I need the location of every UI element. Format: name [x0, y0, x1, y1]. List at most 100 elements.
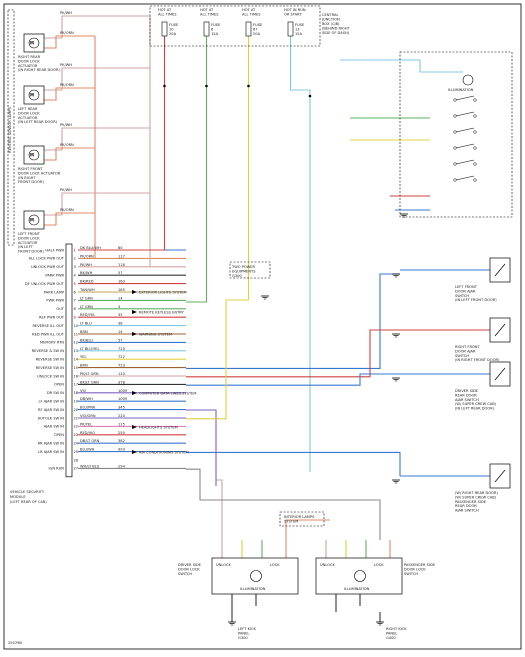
side-label: REVERSE SENSOR LAMPS	[8, 106, 12, 152]
actuator-wire-code: PK/ORN	[60, 208, 74, 212]
module-pin-circuit: 250	[118, 431, 126, 435]
ground-code: G400	[386, 636, 396, 640]
module-pin-name: UNLOCK SW IN	[37, 374, 64, 378]
module-pin-wire-color: TAN/WH	[79, 288, 95, 292]
actuator-label: (IN RIGHT	[18, 176, 36, 180]
central-junction-box	[149, 5, 321, 47]
lock-position: LOCK	[374, 563, 384, 567]
module-pin-circuit: 115	[118, 422, 125, 426]
actuator-lock-wire	[44, 87, 95, 101]
module-pin-number: 21	[74, 416, 79, 420]
module-pin-wire-color: RED/YEL	[80, 313, 95, 317]
unlock-position: UNLOCK	[216, 563, 232, 567]
door-ajar-switch	[489, 257, 511, 283]
switch-contact	[473, 114, 477, 118]
ajar-switch-label: (W/ RIGHT REAR DOOR)	[455, 491, 498, 495]
system-arrow	[132, 332, 137, 336]
module-pin-number: 23	[74, 433, 79, 437]
module-pin-wire-color: PK/WH	[80, 263, 92, 267]
fuse-13-feed	[289, 60, 311, 472]
system-reference-label: COMPUTER DATA LINES SYSTEM	[139, 391, 197, 395]
security-module-label: MODULE	[10, 495, 26, 499]
door-ajar-switch	[489, 317, 511, 343]
module-pin-number: 3	[74, 265, 76, 269]
module-pin-name: OPEN	[54, 383, 64, 387]
switch-blade	[494, 367, 506, 381]
rr-ajar-run	[186, 451, 401, 476]
actuator-wire-code: PK/ORN	[60, 83, 74, 87]
actuator-label: DOOR LOCK	[18, 59, 40, 63]
fuse-amp: 10	[169, 28, 174, 32]
fuse-number: FUSE	[295, 23, 305, 27]
illumination-label: ILLUMINATION	[240, 587, 266, 591]
module-pin-name: ALL LOCK PWR OUT	[29, 257, 65, 261]
fuse-power-label: HOT AT	[242, 8, 256, 12]
switch-blade	[455, 95, 475, 101]
module-pin-circuit: 722	[118, 355, 125, 359]
fuse-power-label: ALL TIMES	[242, 13, 261, 17]
module-pin-name: REVERSE & SW IN	[32, 349, 65, 353]
module-pin-wire-color: RED/VIO	[80, 431, 95, 435]
module-pin-number: 11	[74, 332, 79, 336]
lf-ajar-run	[186, 273, 400, 369]
module-pin-wire-color: BLU/PNK	[80, 406, 96, 410]
fuse-amp: 13	[295, 28, 300, 32]
module-pin-number: 26	[74, 458, 79, 462]
ajar-switch-label: LEFT FRONT	[455, 285, 478, 289]
actuator-wire-code: PK/ORN	[60, 31, 74, 35]
ign-run-wire	[186, 468, 381, 540]
interior-lamps-label: INTERIOR LAMPS	[284, 515, 315, 519]
actuator-label: ACTUATOR	[18, 64, 38, 68]
module-pin-number: 10	[74, 324, 79, 328]
switch-blade	[494, 263, 506, 277]
ground-location-label: LEFT KICK	[238, 627, 257, 631]
switch-contact	[473, 178, 477, 182]
module-pin-wire-color: PK/LT GRN	[80, 372, 99, 376]
module-pin-circuit: 378	[118, 380, 126, 384]
actuator-wire-code: PK/WH	[60, 63, 72, 67]
actuator-label: ACTUATOR	[18, 241, 38, 245]
ajar-switch-label: (IN LEFT REAR DOOR)	[455, 407, 495, 411]
switch-contact	[473, 162, 477, 166]
security-module-box	[65, 243, 73, 478]
module-pin-name: RR AJAR SW IN	[38, 442, 65, 446]
aux-green-run	[186, 290, 208, 303]
switch-contact	[473, 98, 477, 102]
junction-box-label: BOX (CJB)	[322, 22, 340, 26]
module-pin-wire-color: PK/YEL	[80, 422, 92, 426]
door-lock-switch-label: DOOR LOCK	[178, 567, 200, 571]
junction-box-label: (BEHIND RIGHT	[322, 27, 351, 31]
power-distribution-label: G300	[232, 274, 242, 278]
actuator-bracket	[7, 9, 15, 246]
fuse-power-label: HOT IN RUN	[284, 8, 306, 12]
illumination-label: ILLUMINATION	[448, 88, 474, 92]
module-pin-number: 1	[74, 248, 76, 252]
fuse-power-label: ALL TIMES	[158, 13, 177, 17]
ground-code: G300	[238, 636, 248, 640]
module-pin-number: 16	[74, 374, 79, 378]
module-pin-wire-color: VIO	[80, 389, 87, 393]
module-pin-circuit: 993	[118, 448, 125, 452]
module-pin-wire-color: DK BLU/WH	[80, 246, 101, 250]
interior-lamps-box	[279, 511, 325, 527]
junction-box-label: JUNCTION	[321, 18, 340, 22]
module-pin-number: 9	[74, 316, 77, 320]
actuator-lock-wire	[44, 35, 95, 49]
module-pin-wire-color: BK/WH	[80, 271, 93, 275]
security-module-label: (LEFT REAR OF CAB)	[10, 500, 47, 504]
door-lock-actuator	[23, 145, 45, 165]
module-pin-circuit: 80	[118, 246, 123, 250]
module-pin-name: HALF PWR	[45, 248, 64, 252]
lock-switch-run	[285, 519, 330, 540]
door-lock-switch-box	[211, 557, 299, 595]
actuator-unlock-wire	[44, 192, 150, 216]
system-reference-label: EXTERIOR LIGHTS SYSTEM	[139, 290, 187, 294]
actuator-unlock-wire	[44, 67, 150, 91]
door-ajar-switch	[489, 463, 511, 489]
ajar-switch-label: RIGHT FRONT	[455, 345, 480, 349]
power-distribution-label: TWO POWER	[231, 265, 256, 269]
module-pin-circuit: 723	[118, 364, 125, 368]
switch-blade	[455, 159, 475, 165]
splice-dot	[247, 84, 250, 88]
